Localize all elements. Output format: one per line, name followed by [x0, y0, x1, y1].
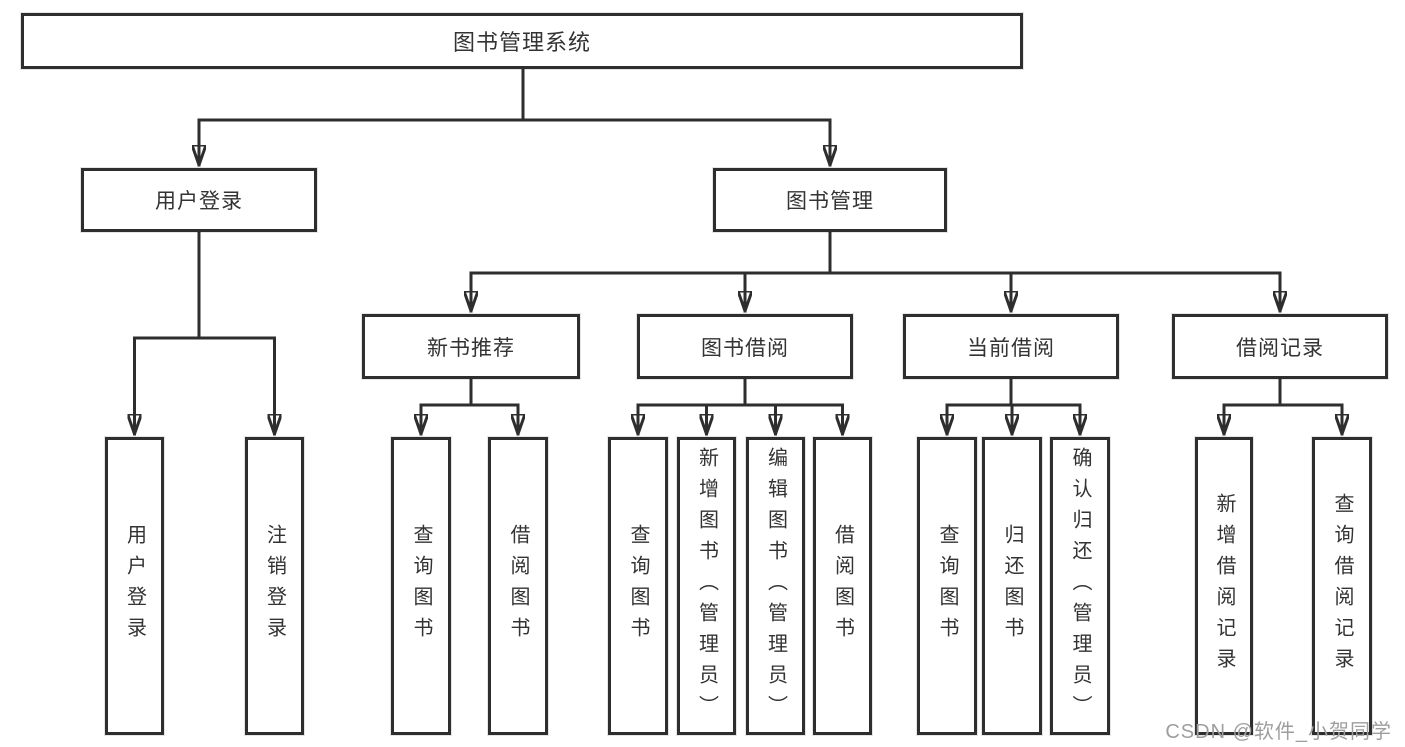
node-leaf-query-books-2-label: 查询图书: [627, 524, 649, 648]
node-book-borrowing-label: 图书借阅: [701, 336, 789, 360]
node-leaf-confirm-return-admin-label: 确认归还（管理员）: [1069, 446, 1091, 726]
node-leaf-confirm-return-admin: 确认归还（管理员）: [1050, 437, 1110, 735]
node-new-book-recommendation: 新书推荐: [362, 314, 580, 379]
node-leaf-query-borrow-record-label: 查询借阅记录: [1331, 493, 1353, 679]
node-book-management-label: 图书管理: [786, 190, 874, 213]
node-new-book-recommendation-label: 新书推荐: [427, 336, 515, 360]
node-book-borrowing: 图书借阅: [637, 314, 853, 379]
node-borrowing-records: 借阅记录: [1172, 314, 1388, 379]
node-leaf-add-borrow-record-label: 新增借阅记录: [1213, 493, 1235, 679]
node-leaf-borrow-books-2-label: 借阅图书: [831, 524, 854, 648]
node-leaf-user-login-label: 用户登录: [123, 524, 146, 648]
node-leaf-edit-books-admin: 编辑图书（管理员）: [746, 437, 805, 735]
node-leaf-add-borrow-record: 新增借阅记录: [1195, 437, 1253, 735]
node-leaf-query-borrow-record: 查询借阅记录: [1312, 437, 1372, 735]
node-root-library-system: 图书管理系统: [21, 13, 1023, 69]
node-leaf-query-books-1-label: 查询图书: [410, 524, 432, 648]
node-leaf-add-books-admin-label: 新增图书（管理员）: [695, 446, 718, 726]
node-current-borrowing: 当前借阅: [903, 314, 1119, 379]
node-leaf-add-books-admin: 新增图书（管理员）: [677, 437, 736, 735]
node-leaf-query-books-2: 查询图书: [608, 437, 668, 735]
node-leaf-return-books-label: 归还图书: [1001, 524, 1023, 648]
node-leaf-logout: 注销登录: [245, 437, 304, 735]
node-user-login-label: 用户登录: [155, 190, 243, 213]
node-borrowing-records-label: 借阅记录: [1236, 336, 1324, 360]
node-leaf-user-login: 用户登录: [105, 437, 164, 735]
node-current-borrowing-label: 当前借阅: [967, 336, 1055, 360]
node-book-management: 图书管理: [713, 168, 947, 232]
node-root-label: 图书管理系统: [452, 30, 591, 55]
node-leaf-borrow-books-1-label: 借阅图书: [507, 524, 529, 648]
node-leaf-query-books-1: 查询图书: [391, 437, 451, 735]
node-leaf-query-books-3: 查询图书: [917, 437, 977, 735]
node-leaf-borrow-books-1: 借阅图书: [488, 437, 548, 735]
node-leaf-logout-label: 注销登录: [263, 524, 286, 648]
node-leaf-query-books-3-label: 查询图书: [936, 524, 958, 648]
node-user-login: 用户登录: [81, 168, 317, 232]
node-leaf-edit-books-admin-label: 编辑图书（管理员）: [764, 446, 787, 726]
node-leaf-borrow-books-2: 借阅图书: [813, 437, 872, 735]
node-leaf-return-books: 归还图书: [982, 437, 1042, 735]
